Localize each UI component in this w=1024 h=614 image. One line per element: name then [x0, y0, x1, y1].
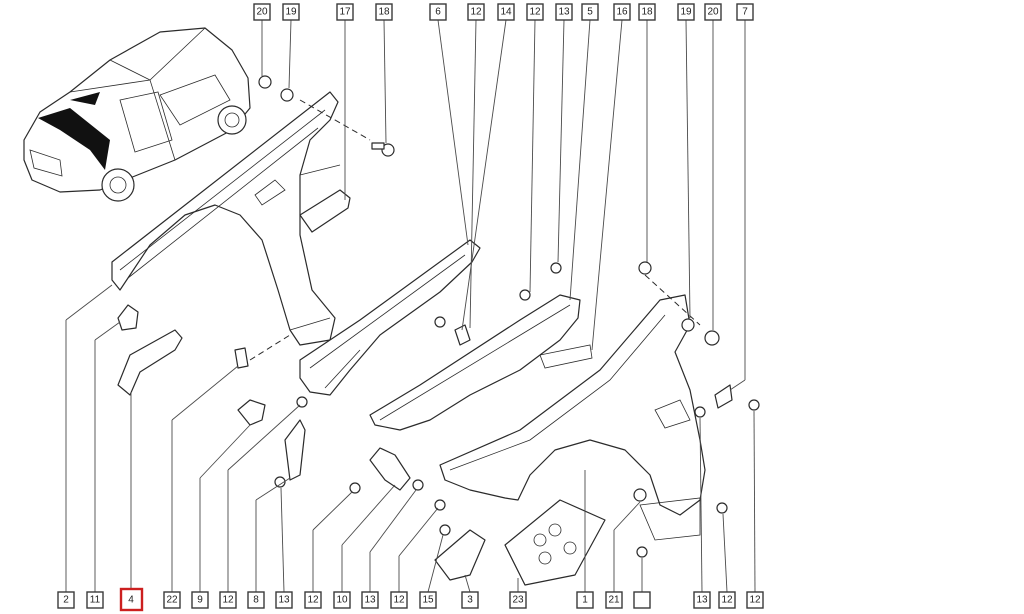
callout-label[interactable]: 15 [419, 591, 437, 609]
assembly-line-3 [644, 274, 701, 326]
callout-label[interactable]: 10 [333, 591, 351, 609]
svg-text:6: 6 [435, 7, 441, 18]
svg-text:20: 20 [256, 7, 268, 18]
callout-label[interactable]: 12 [718, 591, 736, 609]
svg-text:18: 18 [378, 7, 390, 18]
svg-text:12: 12 [307, 595, 319, 606]
callout-label[interactable]: 17 [336, 3, 354, 21]
callout-label[interactable]: 14 [497, 3, 515, 21]
svg-text:16: 16 [616, 7, 628, 18]
assembly-line-1 [299, 99, 371, 141]
fasteners [258, 75, 760, 558]
svg-text:14: 14 [500, 7, 512, 18]
assembly-line-2 [249, 334, 291, 361]
svg-text:13: 13 [364, 595, 376, 606]
svg-text:22: 22 [166, 595, 178, 606]
callout-label[interactable]: 22 [163, 591, 181, 609]
callout-label[interactable]: 12 [467, 3, 485, 21]
callout-label[interactable]: 5 [581, 3, 599, 21]
callout-label[interactable]: 23 [509, 591, 527, 609]
svg-text:19: 19 [285, 7, 297, 18]
svg-text:12: 12 [529, 7, 541, 18]
clip-22 [234, 347, 249, 369]
svg-text:7: 7 [742, 7, 748, 18]
svg-text:12: 12 [222, 595, 234, 606]
bracket-9 [237, 399, 266, 426]
callout-label[interactable]: 16 [613, 3, 631, 21]
callout-label[interactable]: 7 [736, 3, 754, 21]
callout-label[interactable]: 1 [576, 591, 594, 609]
svg-text:11: 11 [90, 595, 101, 606]
svg-text:12: 12 [393, 595, 405, 606]
callout-label[interactable]: 12 [304, 591, 322, 609]
bracket-8 [284, 419, 306, 481]
svg-text:23: 23 [512, 595, 524, 606]
bracket-10 [369, 447, 411, 491]
svg-text:2: 2 [63, 595, 69, 606]
svg-text:3: 3 [467, 595, 473, 606]
callout-label[interactable]: 19 [282, 3, 300, 21]
callout-label[interactable]: 13 [693, 591, 711, 609]
svg-text:20: 20 [707, 7, 719, 18]
svg-text:8: 8 [253, 595, 259, 606]
lower-support-rail [369, 294, 593, 431]
callout-label[interactable]: 18 [638, 3, 656, 21]
fender-lining [111, 91, 341, 346]
top-labels: 20 19 17 18 6 12 14 12 13 5 16 18 19 20 … [253, 3, 754, 21]
callout-label[interactable]: 3 [461, 591, 479, 609]
callout-label[interactable]: 11 [86, 591, 104, 609]
svg-text:12: 12 [470, 7, 482, 18]
callout-label[interactable]: 19 [677, 3, 695, 21]
callout-label[interactable]: 6 [429, 3, 447, 21]
svg-text:13: 13 [278, 595, 290, 606]
callout-label[interactable]: 8 [247, 591, 265, 609]
svg-text:19: 19 [680, 7, 692, 18]
callout-label[interactable]: 9 [191, 591, 209, 609]
top-leader-lines [261, 19, 746, 391]
svg-text:5: 5 [587, 7, 593, 18]
callout-label[interactable]: 18 [375, 3, 393, 21]
callout-label[interactable]: 20 [704, 3, 722, 21]
callout-label[interactable]: 13 [361, 591, 379, 609]
car-thumbnail [23, 27, 251, 202]
svg-text:13: 13 [558, 7, 570, 18]
callout-label[interactable]: 12 [390, 591, 408, 609]
bracket-7 [714, 384, 733, 409]
front-fender [439, 294, 706, 541]
clip-box [504, 499, 606, 586]
clip-11 [117, 304, 139, 331]
svg-text:18: 18 [641, 7, 653, 18]
svg-text:15: 15 [422, 595, 434, 606]
callout-label[interactable]: 2 [57, 591, 75, 609]
bottom-labels: 2 11 4 22 9 12 8 13 12 10 13 12 15 3 23 … [57, 587, 764, 612]
svg-text:4: 4 [128, 595, 134, 606]
deflector-3 [434, 529, 486, 581]
svg-text:1: 1 [582, 595, 588, 606]
callout-label[interactable]: 21 [605, 591, 623, 609]
callout-label[interactable]: 20 [253, 3, 271, 21]
svg-text:17: 17 [339, 7, 351, 18]
svg-text:21: 21 [608, 595, 620, 606]
bracket-17 [299, 189, 351, 233]
callout-label[interactable]: 12 [746, 591, 764, 609]
bottom-leader-lines [65, 284, 756, 593]
callout-label[interactable]: 12 [526, 3, 544, 21]
callout-label[interactable]: 12 [219, 591, 237, 609]
stub-box [633, 591, 651, 609]
svg-text:12: 12 [749, 595, 761, 606]
bracket-4 [117, 329, 183, 396]
svg-text:13: 13 [696, 595, 708, 606]
callout-label[interactable]: 13 [555, 3, 573, 21]
inner-support-rail [299, 239, 481, 396]
clip-14 [454, 324, 471, 346]
callout-label[interactable]: 13 [275, 591, 293, 609]
selected-callout-label[interactable]: 4 [119, 587, 144, 612]
svg-text:10: 10 [336, 595, 348, 606]
svg-text:12: 12 [721, 595, 733, 606]
svg-text:9: 9 [197, 595, 203, 606]
